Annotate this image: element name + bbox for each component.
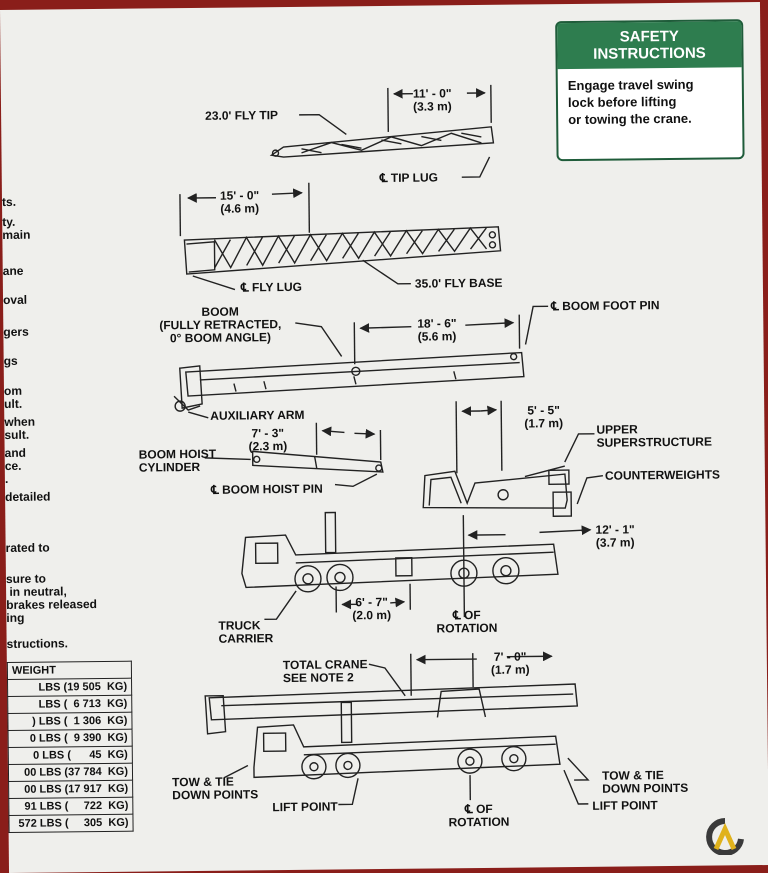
dim-7-0-ft: 7' - 0" (1.7 m) bbox=[490, 649, 530, 677]
boom-label: BOOM (FULLY RETRACTED, 0° BOOM ANGLE) bbox=[159, 304, 282, 346]
dim-11-ft: 11' - 0" (3.3 m) bbox=[412, 86, 452, 114]
boom-hoist-pin-label: ℄ BOOM HOIST PIN bbox=[210, 481, 323, 497]
lift-point-left-label: LIFT POINT bbox=[272, 799, 338, 815]
boom-hoist-cylinder-drawing bbox=[251, 450, 384, 473]
dim-6-7-ft: 6' - 7" (2.0 m) bbox=[352, 594, 392, 623]
dim-7-3-ft: 7' - 3" (2.3 m) bbox=[248, 426, 288, 454]
fly-base-drawing bbox=[183, 226, 502, 275]
dim-5-5-ft: 5' - 5" (1.7 m) bbox=[524, 403, 564, 431]
truck-carrier-drawing bbox=[241, 511, 559, 593]
tow-tie-right-label: TOW & TIE DOWN POINTS bbox=[601, 768, 689, 796]
fly-base-label: 35.0' FLY BASE bbox=[414, 275, 503, 291]
boom-foot-pin-label: ℄ BOOM FOOT PIN bbox=[551, 298, 660, 314]
truck-carrier-label: TRUCK CARRIER bbox=[218, 618, 274, 646]
fly-lug-label: ℄ FLY LUG bbox=[240, 279, 303, 295]
fly-tip-label: 23.0' FLY TIP bbox=[205, 108, 279, 123]
fly-tip-drawing bbox=[269, 126, 495, 158]
of-rotation-label: ℄ OF ROTATION bbox=[436, 608, 498, 636]
lift-point-right-label: LIFT POINT bbox=[592, 798, 658, 813]
auxiliary-arm-label: AUXILIARY ARM bbox=[210, 407, 305, 423]
dim-15-ft: 15' - 0" (4.6 m) bbox=[219, 188, 260, 216]
dim-12-1-ft: 12' - 1" (3.7 m) bbox=[595, 522, 635, 550]
upper-superstructure-drawing bbox=[422, 465, 573, 517]
counterweights-label: COUNTERWEIGHTS bbox=[604, 467, 721, 483]
tip-lug-label: ℄ TIP LUG bbox=[379, 170, 439, 186]
upper-superstructure-label: UPPER SUPERSTRUCTURE bbox=[596, 422, 712, 450]
dim-18-ft: 18' - 6" (5.6 m) bbox=[417, 316, 457, 344]
total-crane-drawing bbox=[204, 683, 579, 780]
boom-drawing bbox=[173, 351, 525, 412]
tow-tie-left-label: TOW & TIE DOWN POINTS bbox=[172, 774, 259, 803]
crane-market-logo-icon bbox=[706, 818, 744, 855]
boom-hoist-cylinder-label: BOOM HOIST CYLINDER bbox=[138, 446, 217, 475]
of-rotation-label-2: ℄ OF ROTATION bbox=[448, 801, 510, 830]
total-crane-label: TOTAL CRANE SEE NOTE 2 bbox=[282, 657, 368, 686]
